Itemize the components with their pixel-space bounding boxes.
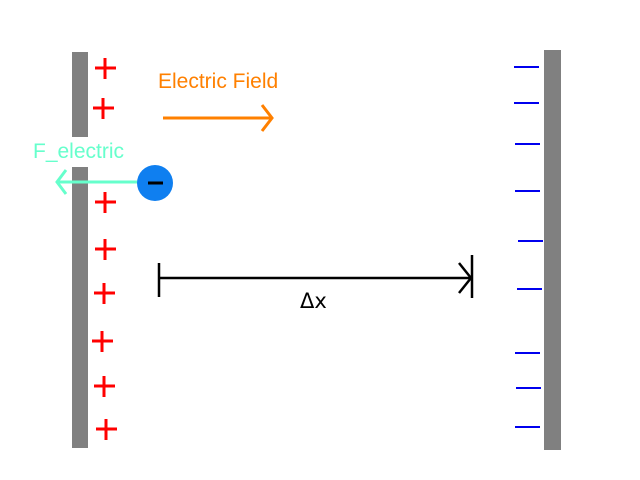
plus-charge-icon <box>95 58 116 79</box>
electron-particle <box>137 165 173 201</box>
force-label: F_electric <box>33 140 125 163</box>
negative-charges <box>514 66 543 428</box>
plus-charge-icon <box>96 419 117 440</box>
displacement-label: Δx <box>300 289 327 313</box>
force-arrow <box>55 169 140 195</box>
plus-charge-icon <box>95 239 116 260</box>
positive-charges <box>92 58 117 440</box>
right-plate <box>544 50 561 450</box>
plus-charge-icon <box>95 192 116 213</box>
electric-field-label: Electric Field <box>158 70 279 93</box>
electric-field-arrow <box>163 104 274 132</box>
left-plate-upper <box>72 52 88 137</box>
plus-charge-icon <box>94 283 115 304</box>
left-plate-lower <box>72 167 88 448</box>
plus-charge-icon <box>94 376 115 397</box>
plus-charge-icon <box>92 331 113 352</box>
displacement-arrow <box>157 255 474 298</box>
plus-charge-icon <box>93 98 114 119</box>
